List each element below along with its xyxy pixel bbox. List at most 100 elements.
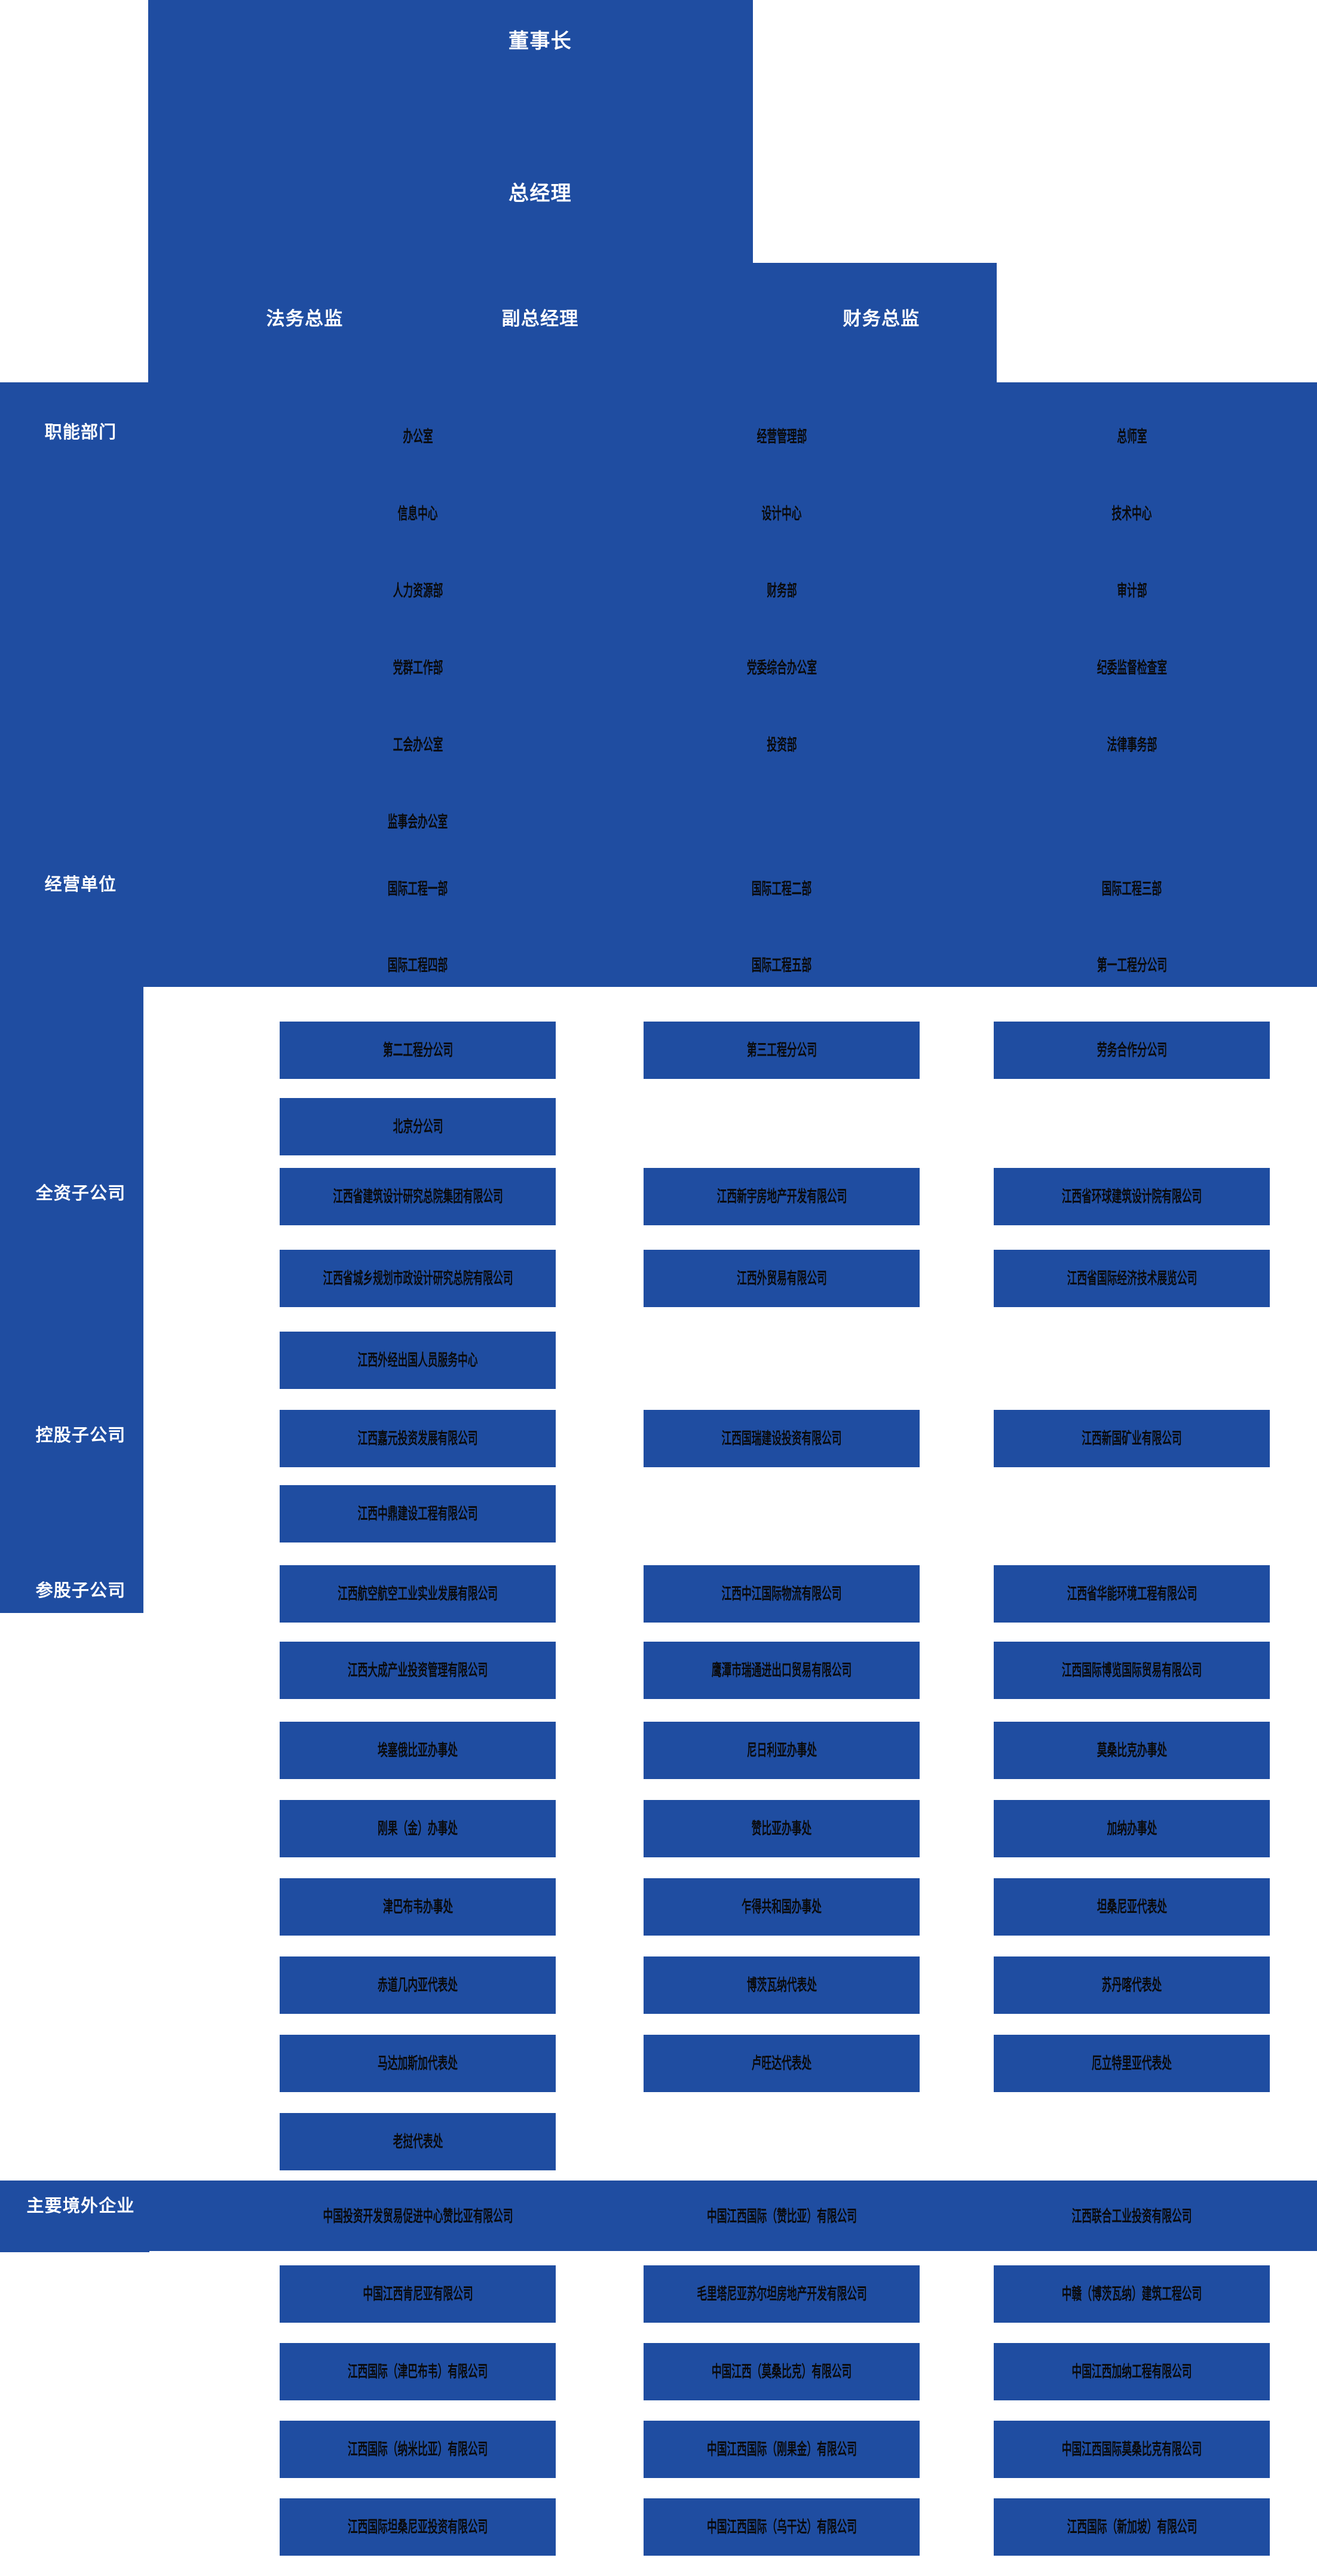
section-label-participating-subsidiaries: 参股子公司 [35, 1581, 126, 1600]
org-node[interactable]: 江西省城乡规划市政设计研究总院有限公司 [280, 1250, 556, 1307]
org-node[interactable]: 国际工程一部 [280, 873, 556, 904]
org-node[interactable]: 中赣（博茨瓦纳）建筑工程公司 [994, 2265, 1270, 2323]
org-node-label: 江西嘉元投资发展有限公司 [357, 1429, 478, 1448]
org-node[interactable]: 莫桑比克办事处 [994, 1722, 1270, 1779]
org-node-label: 赤道几内亚代表处 [378, 1976, 458, 1994]
org-node[interactable]: 纪委监督检查室 [994, 652, 1270, 683]
org-node-label: 人力资源部 [393, 581, 443, 600]
org-node[interactable]: 办公室 [280, 421, 556, 452]
org-node-label: 江西航空航空工业实业发展有限公司 [338, 1584, 498, 1603]
org-node[interactable]: 江西国际（纳米比亚）有限公司 [280, 2421, 556, 2478]
org-node-label: 中赣（博茨瓦纳）建筑工程公司 [1061, 2284, 1202, 2303]
org-node[interactable]: 江西外经出国人员服务中心 [280, 1332, 556, 1389]
org-node[interactable]: 党群工作部 [280, 652, 556, 683]
org-node[interactable]: 审计部 [994, 575, 1270, 606]
org-node[interactable]: 加纳办事处 [994, 1800, 1270, 1857]
org-node[interactable]: 毛里塔尼亚苏尔坦房地产开发有限公司 [644, 2265, 920, 2323]
exec-deputy-gm: 副总经理 [501, 308, 579, 329]
org-node[interactable]: 第三工程分公司 [644, 1022, 920, 1079]
org-node[interactable]: 尼日利亚办事处 [644, 1722, 920, 1779]
org-node[interactable]: 信息中心 [280, 498, 556, 529]
org-node[interactable]: 乍得共和国办事处 [644, 1878, 920, 1936]
org-node[interactable]: 中国江西国际（乌干达）有限公司 [644, 2498, 920, 2556]
org-node[interactable]: 卢旺达代表处 [644, 2035, 920, 2092]
org-node[interactable]: 中国江西国际（刚果金）有限公司 [644, 2421, 920, 2478]
org-node[interactable]: 江西新宇房地产开发有限公司 [644, 1168, 920, 1225]
org-node[interactable]: 投资部 [644, 729, 920, 760]
org-node[interactable]: 北京分公司 [280, 1098, 556, 1155]
org-node[interactable]: 江西嘉元投资发展有限公司 [280, 1410, 556, 1467]
org-node-label: 中国江西国际（刚果金）有限公司 [706, 2440, 857, 2458]
org-node-label: 江西中鼎建设工程有限公司 [357, 1504, 478, 1523]
org-node[interactable]: 国际工程二部 [644, 873, 920, 904]
org-node[interactable]: 经营管理部 [644, 421, 920, 452]
org-node-label: 信息中心 [397, 504, 438, 523]
org-node[interactable]: 技术中心 [994, 498, 1270, 529]
org-node[interactable]: 赤道几内亚代表处 [280, 1956, 556, 2014]
org-node[interactable]: 江西国瑞建设投资有限公司 [644, 1410, 920, 1467]
org-node[interactable]: 中国江西（莫桑比克）有限公司 [644, 2343, 920, 2400]
org-node[interactable]: 鹰潭市瑞通进出口贸易有限公司 [644, 1642, 920, 1699]
org-node[interactable]: 人力资源部 [280, 575, 556, 606]
org-node-label: 江西省城乡规划市政设计研究总院有限公司 [322, 1269, 513, 1287]
org-node[interactable]: 坦桑尼亚代表处 [994, 1878, 1270, 1936]
org-node-label: 第二工程分公司 [382, 1041, 453, 1059]
org-node[interactable]: 监事会办公室 [280, 806, 556, 838]
org-node-label: 技术中心 [1111, 504, 1152, 523]
org-node[interactable]: 马达加斯加代表处 [280, 2035, 556, 2092]
org-node[interactable]: 第一工程分公司 [994, 950, 1270, 981]
org-node[interactable]: 中国投资开发贸易促进中心赞比亚有限公司 [280, 2188, 556, 2245]
org-node[interactable]: 江西省环球建筑设计院有限公司 [994, 1168, 1270, 1225]
org-node[interactable]: 法律事务部 [994, 729, 1270, 760]
org-node[interactable]: 劳务合作分公司 [994, 1022, 1270, 1079]
org-node[interactable]: 江西省国际经济技术展览公司 [994, 1250, 1270, 1307]
org-node[interactable]: 江西新国矿业有限公司 [994, 1410, 1270, 1467]
org-node-label: 办公室 [402, 427, 433, 446]
org-node[interactable]: 党委综合办公室 [644, 652, 920, 683]
org-node[interactable]: 第二工程分公司 [280, 1022, 556, 1079]
org-node[interactable]: 埃塞俄比亚办事处 [280, 1722, 556, 1779]
org-node-label: 苏丹喀代表处 [1101, 1976, 1162, 1994]
org-node[interactable]: 刚果（金）办事处 [280, 1800, 556, 1857]
org-node[interactable]: 厄立特里亚代表处 [994, 2035, 1270, 2092]
org-node[interactable]: 老挝代表处 [280, 2113, 556, 2170]
org-node[interactable]: 江西省华能环境工程有限公司 [994, 1565, 1270, 1623]
org-node[interactable]: 江西外贸易有限公司 [644, 1250, 920, 1307]
org-node[interactable]: 江西国际博览国际贸易有限公司 [994, 1642, 1270, 1699]
org-node[interactable]: 中国江西国际（赞比亚）有限公司 [644, 2188, 920, 2245]
org-node-label: 监事会办公室 [387, 812, 448, 831]
org-node[interactable]: 工会办公室 [280, 729, 556, 760]
org-node[interactable]: 国际工程五部 [644, 950, 920, 981]
org-node[interactable]: 江西国际（新加坡）有限公司 [994, 2498, 1270, 2556]
org-node[interactable]: 中国江西肯尼亚有限公司 [280, 2265, 556, 2323]
org-node[interactable]: 国际工程四部 [280, 950, 556, 981]
org-node[interactable]: 江西中鼎建设工程有限公司 [280, 1485, 556, 1542]
org-node[interactable]: 赞比亚办事处 [644, 1800, 920, 1857]
org-node[interactable]: 江西省建筑设计研究总院集团有限公司 [280, 1168, 556, 1225]
org-node-label: 法律事务部 [1107, 735, 1157, 754]
org-node[interactable]: 江西大成产业投资管理有限公司 [280, 1642, 556, 1699]
org-node[interactable]: 总师室 [994, 421, 1270, 452]
org-node[interactable]: 江西国际（津巴布韦）有限公司 [280, 2343, 556, 2400]
org-node[interactable]: 江西航空航空工业实业发展有限公司 [280, 1565, 556, 1623]
plate-chairman-band [148, 0, 753, 263]
org-node-label: 中国江西加纳工程有限公司 [1071, 2362, 1192, 2381]
org-node[interactable]: 江西联合工业投资有限公司 [994, 2188, 1270, 2245]
org-node-label: 设计中心 [761, 504, 802, 523]
section-label-business-units: 经营单位 [44, 875, 117, 894]
org-node-label: 乍得共和国办事处 [742, 1897, 822, 1916]
org-node[interactable]: 江西中江国际物流有限公司 [644, 1565, 920, 1623]
org-node-label: 卢旺达代表处 [751, 2054, 812, 2072]
org-node-label: 中国江西国际（乌干达）有限公司 [706, 2517, 857, 2536]
org-node[interactable]: 中国江西国际莫桑比克有限公司 [994, 2421, 1270, 2478]
org-node[interactable]: 国际工程三部 [994, 873, 1270, 904]
org-node-label: 投资部 [766, 735, 797, 754]
org-node-label: 毛里塔尼亚苏尔坦房地产开发有限公司 [696, 2284, 867, 2303]
org-node[interactable]: 苏丹喀代表处 [994, 1956, 1270, 2014]
org-node[interactable]: 博茨瓦纳代表处 [644, 1956, 920, 2014]
org-node[interactable]: 中国江西加纳工程有限公司 [994, 2343, 1270, 2400]
org-node[interactable]: 财务部 [644, 575, 920, 606]
org-node[interactable]: 江西国际坦桑尼亚投资有限公司 [280, 2498, 556, 2556]
org-node[interactable]: 津巴布韦办事处 [280, 1878, 556, 1936]
org-node[interactable]: 设计中心 [644, 498, 920, 529]
